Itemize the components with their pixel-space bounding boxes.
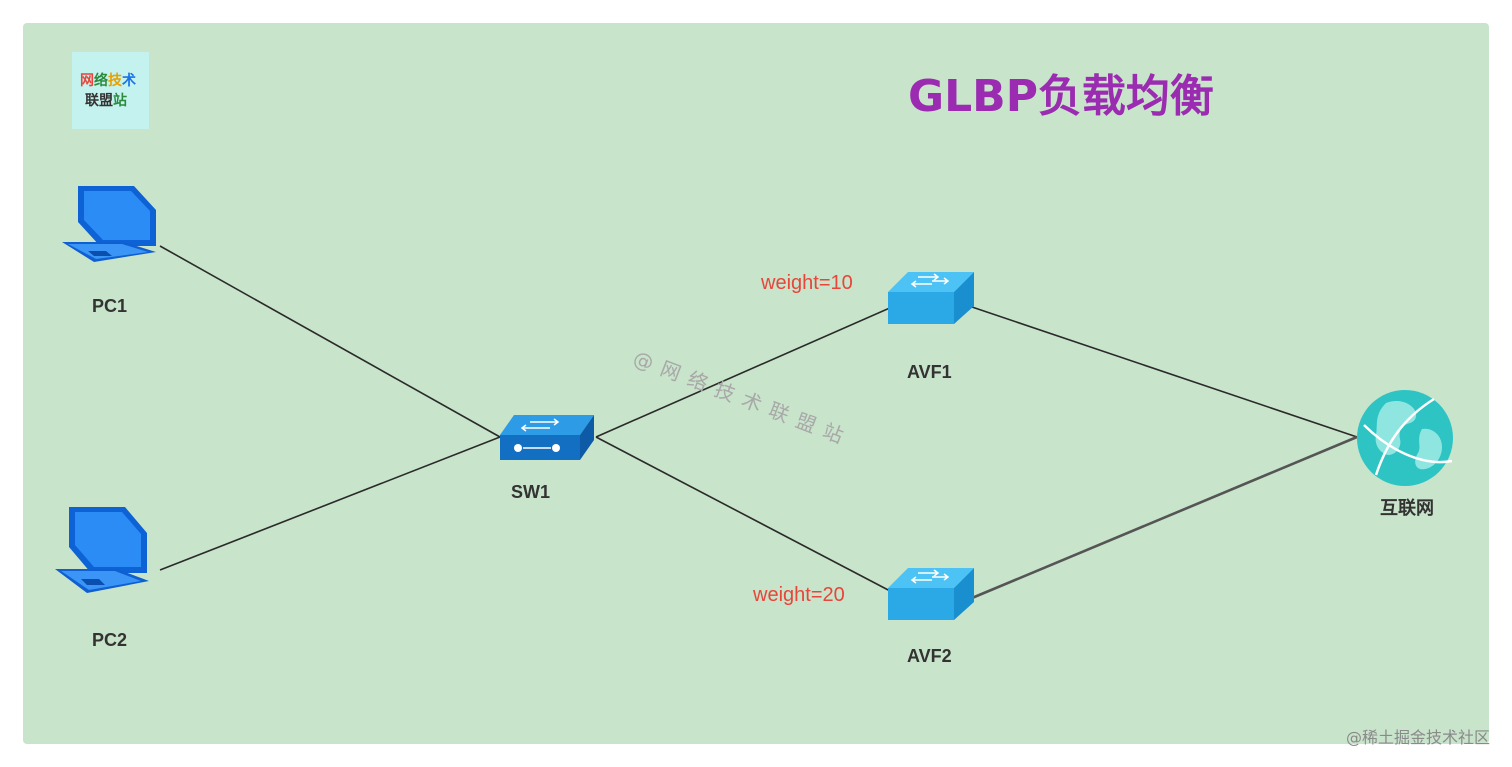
logo-char: 术 <box>122 73 136 89</box>
logo: 网络技术 联盟站 <box>72 52 149 129</box>
avf2-weight: weight=20 <box>753 584 845 606</box>
diagram-title: GLBP负载均衡 <box>908 71 1214 122</box>
logo-char: 盟 <box>99 93 113 109</box>
switch-icon <box>500 415 594 460</box>
pc1-label: PC1 <box>92 296 128 316</box>
link-avf1-internet <box>971 306 1358 438</box>
logo-line-2: 联盟站 <box>85 90 127 110</box>
internet-label: 互联网 <box>1380 498 1434 518</box>
diagram-canvas <box>23 23 1489 744</box>
logo-char: 站 <box>113 93 127 109</box>
logo-char: 联 <box>85 93 99 109</box>
globe-icon <box>1357 390 1453 486</box>
logo-char: 网 <box>80 73 94 89</box>
link-pc1-sw1 <box>159 245 501 438</box>
logo-char: 技 <box>108 73 122 89</box>
logo-line-1: 网络技术 <box>80 70 136 90</box>
pc2-label: PC2 <box>92 630 128 650</box>
sw1-label: SW1 <box>511 482 551 502</box>
laptop-icon <box>62 186 156 262</box>
avf1-weight: weight=10 <box>761 272 853 294</box>
link-pc2-sw1 <box>159 436 501 571</box>
router-icon <box>888 272 974 324</box>
link-sw1-avf2 <box>595 436 893 593</box>
avf2-label: AVF2 <box>907 646 952 666</box>
avf1-label: AVF1 <box>907 362 952 382</box>
laptop-icon <box>55 507 149 593</box>
link-avf2-internet <box>971 435 1358 600</box>
logo-char: 络 <box>94 73 108 89</box>
footer-credit: @稀土掘金技术社区 <box>1345 728 1490 747</box>
router-icon <box>888 568 974 620</box>
link-sw1-avf1 <box>595 306 893 438</box>
